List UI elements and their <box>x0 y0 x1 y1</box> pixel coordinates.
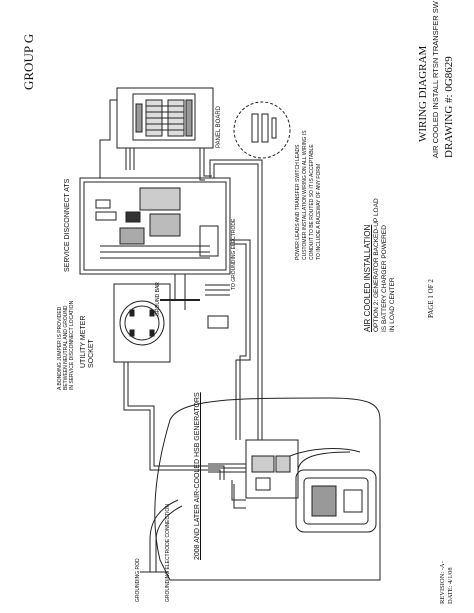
panel-board <box>116 87 214 149</box>
installation-option-line-3: IN LOAD CENTER <box>389 277 396 332</box>
detail-note-line-1: POWER LEADS AND TRANSFER SWITCH LEADS <box>295 144 301 260</box>
panel-board-label: PANEL BOARD <box>216 105 222 148</box>
generator-control-panel <box>245 439 377 533</box>
drawing-subtitle: AIR COOLED INSTALL RTSN TRANSFER SW <box>431 1 440 158</box>
grounding-rod-label: GROUNDING ROD <box>135 558 141 602</box>
utility-meter-socket <box>113 283 171 363</box>
installation-option-line-1: OPTION 2: GENERATOR BACKED-UP LOAD <box>373 198 380 332</box>
utility-socket-label: SOCKET <box>88 339 95 368</box>
detail-note-line-3: CONDUIT TO BE ROUTED SO IT IS ACCEPTABLE <box>309 144 315 260</box>
grounding-electrode-connection-label: GROUNDING ELECTRODE CONNECTION <box>165 503 171 602</box>
service-disconnect-ats <box>79 177 231 275</box>
installation-option-line-2: IS BATTERY CHARGER POWERED <box>381 225 388 332</box>
group-label: GROUP G <box>21 33 36 90</box>
generator-enclosure <box>154 397 381 581</box>
service-disconnect-label: SERVICE DISCONNECT ATS <box>64 178 71 272</box>
installation-heading: AIR COOLED INSTALLATION <box>363 224 372 332</box>
detail-note-line-4: TO INCLUDE A RACEWAY OF ANY FORM <box>316 163 322 260</box>
grounding-electrode-label: TO GROUNDING ELECTRODE <box>231 218 237 290</box>
detail-balloon <box>233 101 291 159</box>
page-number: PAGE 1 OF 2 <box>427 279 435 318</box>
bonding-note-line-3: IN SERVICE DISCONNECT LOCATION <box>69 300 75 390</box>
drawing-number: DRAWING #: 0G8629 <box>443 56 455 158</box>
utility-meter-label: UTILITY METER <box>80 315 87 368</box>
detail-note-line-2: CUSTOMER INSTALLATION WIRING ON ALL WIRI… <box>302 130 308 260</box>
grounding-bar-label: GROUND BAR <box>155 282 161 316</box>
drawing-title: WIRING DIAGRAM <box>417 45 429 142</box>
terminal-block <box>207 315 229 329</box>
revision-label: REVISION: -A- <box>439 561 446 604</box>
generator-section-label: 2008 AND LATER AIR-COOLED HSB GENERATORS <box>194 392 201 560</box>
revision-date: DATE: 4/1/08 <box>447 567 454 604</box>
